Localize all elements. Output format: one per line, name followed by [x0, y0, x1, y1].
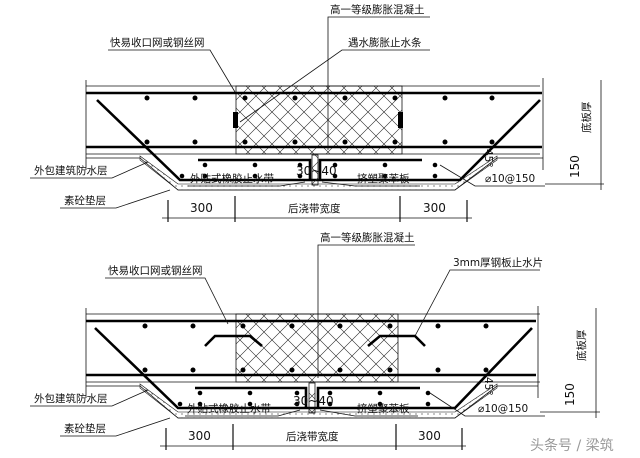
- label-swelling-waterstop: 遇水膨胀止水条: [348, 36, 422, 49]
- label-expansive-concrete: 高一等级膨胀混凝土: [320, 231, 415, 244]
- leader-xps: [321, 181, 420, 187]
- label-xps: 挤塑聚苯板: [357, 172, 410, 185]
- swelling-waterstop-left: [233, 112, 238, 128]
- watermark: 头条号 / 梁筑: [530, 437, 614, 454]
- dim-depth: 150: [563, 383, 577, 406]
- leader-rubber: [188, 181, 306, 187]
- pit-inner-rebar: [195, 386, 420, 408]
- waterproof-layer: [139, 383, 498, 419]
- expansive-concrete-zone: [235, 85, 403, 155]
- label-rubber-waterstop: 外贴式橡胶止水带: [187, 402, 271, 415]
- leader-concrete: [317, 244, 415, 378]
- rebar-dots: [142, 323, 489, 407]
- leader-concrete: [327, 16, 430, 150]
- label-gap: 30~40: [296, 164, 337, 178]
- leader-waterproof: [30, 161, 149, 179]
- swelling-waterstop-right: [398, 112, 403, 128]
- label-mesh: 快易收口网或钢丝网: [108, 264, 203, 277]
- dim-strip-width: 后浇带宽度: [288, 202, 341, 215]
- leader-rubber: [185, 409, 301, 417]
- dimension-ticks: [167, 196, 468, 222]
- leader-rebar: [439, 164, 545, 187]
- leader-rebar: [429, 392, 545, 417]
- label-xps: 挤塑聚苯板: [357, 402, 410, 415]
- label-rebar-spec: ⌀10@150: [478, 403, 528, 415]
- label-cushion: 素砼垫层: [64, 422, 106, 435]
- label-expansive-concrete: 高一等级膨胀混凝土: [330, 3, 425, 16]
- label-angle: 45°: [482, 149, 494, 168]
- dimension-ticks: [165, 424, 463, 450]
- steel-plate-right: [367, 334, 426, 347]
- expansive-concrete-zone: [235, 313, 399, 383]
- label-waterproof-layer: 外包建筑防水层: [34, 392, 108, 405]
- waterproof-layer: [139, 155, 498, 191]
- label-waterproof-layer: 外包建筑防水层: [34, 164, 108, 177]
- label-gap: 30~40: [293, 394, 334, 408]
- dim-depth: 150: [568, 155, 582, 178]
- detail-top: 高一等级膨胀混凝土 快易收口网或钢丝网 遇水膨胀止水条 外包建筑防水层 素砼垫层…: [30, 3, 604, 222]
- leader-waterstop: [239, 49, 430, 123]
- leader-cushion: [60, 189, 171, 209]
- pit-rebar: [94, 327, 533, 410]
- label-rebar-spec: ⌀10@150: [485, 173, 535, 185]
- label-rubber-waterstop: 外贴式橡胶止水带: [190, 172, 274, 185]
- label-mesh: 快易收口网或钢丝网: [110, 36, 205, 49]
- leader-steel-plate: [414, 269, 540, 337]
- dim-left: 300: [190, 201, 213, 215]
- label-angle: 45°: [482, 377, 494, 396]
- xps-board: [311, 154, 319, 186]
- rebar-dots: [144, 95, 495, 179]
- dim-left: 300: [188, 429, 211, 443]
- xps-board: [308, 382, 316, 414]
- dim-right: 300: [423, 201, 446, 215]
- leader-waterproof: [30, 389, 149, 407]
- dim-strip-width: 后浇带宽度: [286, 430, 339, 443]
- dim-right: 300: [418, 429, 441, 443]
- pit-inner-rebar: [198, 158, 422, 180]
- steel-plate-left: [204, 334, 263, 347]
- dim-thickness: 底板厚: [580, 101, 593, 133]
- leader-mesh: [105, 277, 229, 325]
- label-steel-plate: 3mm厚钢板止水片: [453, 256, 543, 269]
- leader-mesh: [108, 49, 236, 93]
- leader-cushion: [60, 417, 171, 437]
- dim-thickness: 底板厚: [575, 329, 588, 361]
- label-cushion: 素砼垫层: [64, 194, 106, 207]
- leader-xps: [319, 409, 418, 417]
- detail-bottom: 高一等级膨胀混凝土 快易收口网或钢丝网 3mm厚钢板止水片 外包建筑防水层 素砼…: [30, 231, 600, 450]
